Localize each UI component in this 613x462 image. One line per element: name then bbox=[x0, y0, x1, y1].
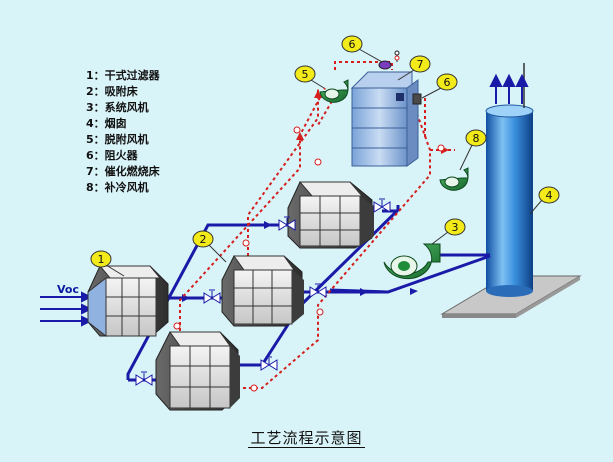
legend-name: 阻火器 bbox=[104, 149, 138, 162]
marker-6b-label: 6 bbox=[444, 76, 451, 89]
desorption-pipes bbox=[179, 61, 455, 389]
inlet-arrows-icon bbox=[40, 291, 93, 327]
marker-7-label: 7 bbox=[417, 58, 424, 71]
marker-8: 8 bbox=[459, 129, 487, 171]
chimney bbox=[485, 63, 534, 297]
legend-name: 补冷风机 bbox=[104, 181, 149, 194]
marker-3: 3 bbox=[431, 218, 466, 245]
legend-item: 3：系统风机 bbox=[86, 100, 160, 116]
marker-5-label: 5 bbox=[302, 68, 309, 81]
legend-name: 干式过滤器 bbox=[104, 69, 160, 82]
legend-item: 7：催化燃烧床 bbox=[86, 164, 160, 180]
cooling-fan bbox=[439, 167, 469, 191]
legend-num: 5： bbox=[86, 133, 105, 146]
legend-num: 6： bbox=[86, 149, 105, 162]
legend-item: 4：烟囱 bbox=[86, 116, 160, 132]
marker-2: 2 bbox=[192, 230, 227, 263]
catalytic-bed bbox=[350, 71, 419, 167]
marker-5: 5 bbox=[294, 65, 325, 89]
marker-8-label: 8 bbox=[473, 132, 480, 145]
legend-item: 5：脱附风机 bbox=[86, 132, 160, 148]
legend-item: 8：补冷风机 bbox=[86, 180, 160, 196]
marker-6a: 6 bbox=[341, 35, 383, 63]
marker-4: 4 bbox=[529, 186, 560, 215]
legend-num: 8： bbox=[86, 181, 105, 194]
legend-num: 2： bbox=[86, 85, 105, 98]
legend-item: 1：干式过滤器 bbox=[86, 68, 160, 84]
marker-6a-label: 6 bbox=[349, 38, 356, 51]
exhaust-arrows-icon bbox=[489, 73, 529, 104]
marker-6b: 6 bbox=[421, 73, 458, 99]
legend-name: 脱附风机 bbox=[104, 133, 149, 146]
adsorption-bed-bottom bbox=[155, 331, 240, 411]
adsorption-bed-middle bbox=[221, 255, 304, 327]
desorption-fan bbox=[319, 79, 349, 103]
legend: 1：干式过滤器 2：吸附床 3：系统风机 4：烟囱 5：脱附风机 6：阻火器 7… bbox=[86, 68, 160, 196]
dry-filter bbox=[87, 265, 169, 338]
inlet-label: Voc bbox=[57, 283, 79, 296]
legend-num: 4： bbox=[86, 117, 105, 130]
legend-name: 吸附床 bbox=[104, 85, 138, 98]
legend-num: 7： bbox=[86, 165, 105, 178]
legend-name: 烟囱 bbox=[104, 117, 127, 130]
legend-num: 3： bbox=[86, 101, 105, 114]
marker-1: 1 bbox=[90, 250, 125, 277]
marker-1-label: 1 bbox=[98, 253, 105, 266]
marker-3-label: 3 bbox=[452, 221, 459, 234]
system-fan bbox=[383, 243, 441, 280]
legend-num: 1： bbox=[86, 69, 105, 82]
legend-item: 6：阻火器 bbox=[86, 148, 160, 164]
valves bbox=[135, 198, 391, 386]
marker-2-label: 2 bbox=[200, 233, 207, 246]
legend-name: 催化燃烧床 bbox=[104, 165, 160, 178]
marker-4-label: 4 bbox=[546, 189, 553, 202]
marker-7: 7 bbox=[397, 55, 431, 81]
adsorption-bed-top bbox=[287, 181, 374, 249]
caption: 工艺流程示意图 bbox=[0, 427, 613, 448]
legend-name: 系统风机 bbox=[104, 101, 149, 114]
legend-item: 2：吸附床 bbox=[86, 84, 160, 100]
caption-text: 工艺流程示意图 bbox=[248, 429, 365, 448]
red-valves bbox=[173, 55, 445, 392]
